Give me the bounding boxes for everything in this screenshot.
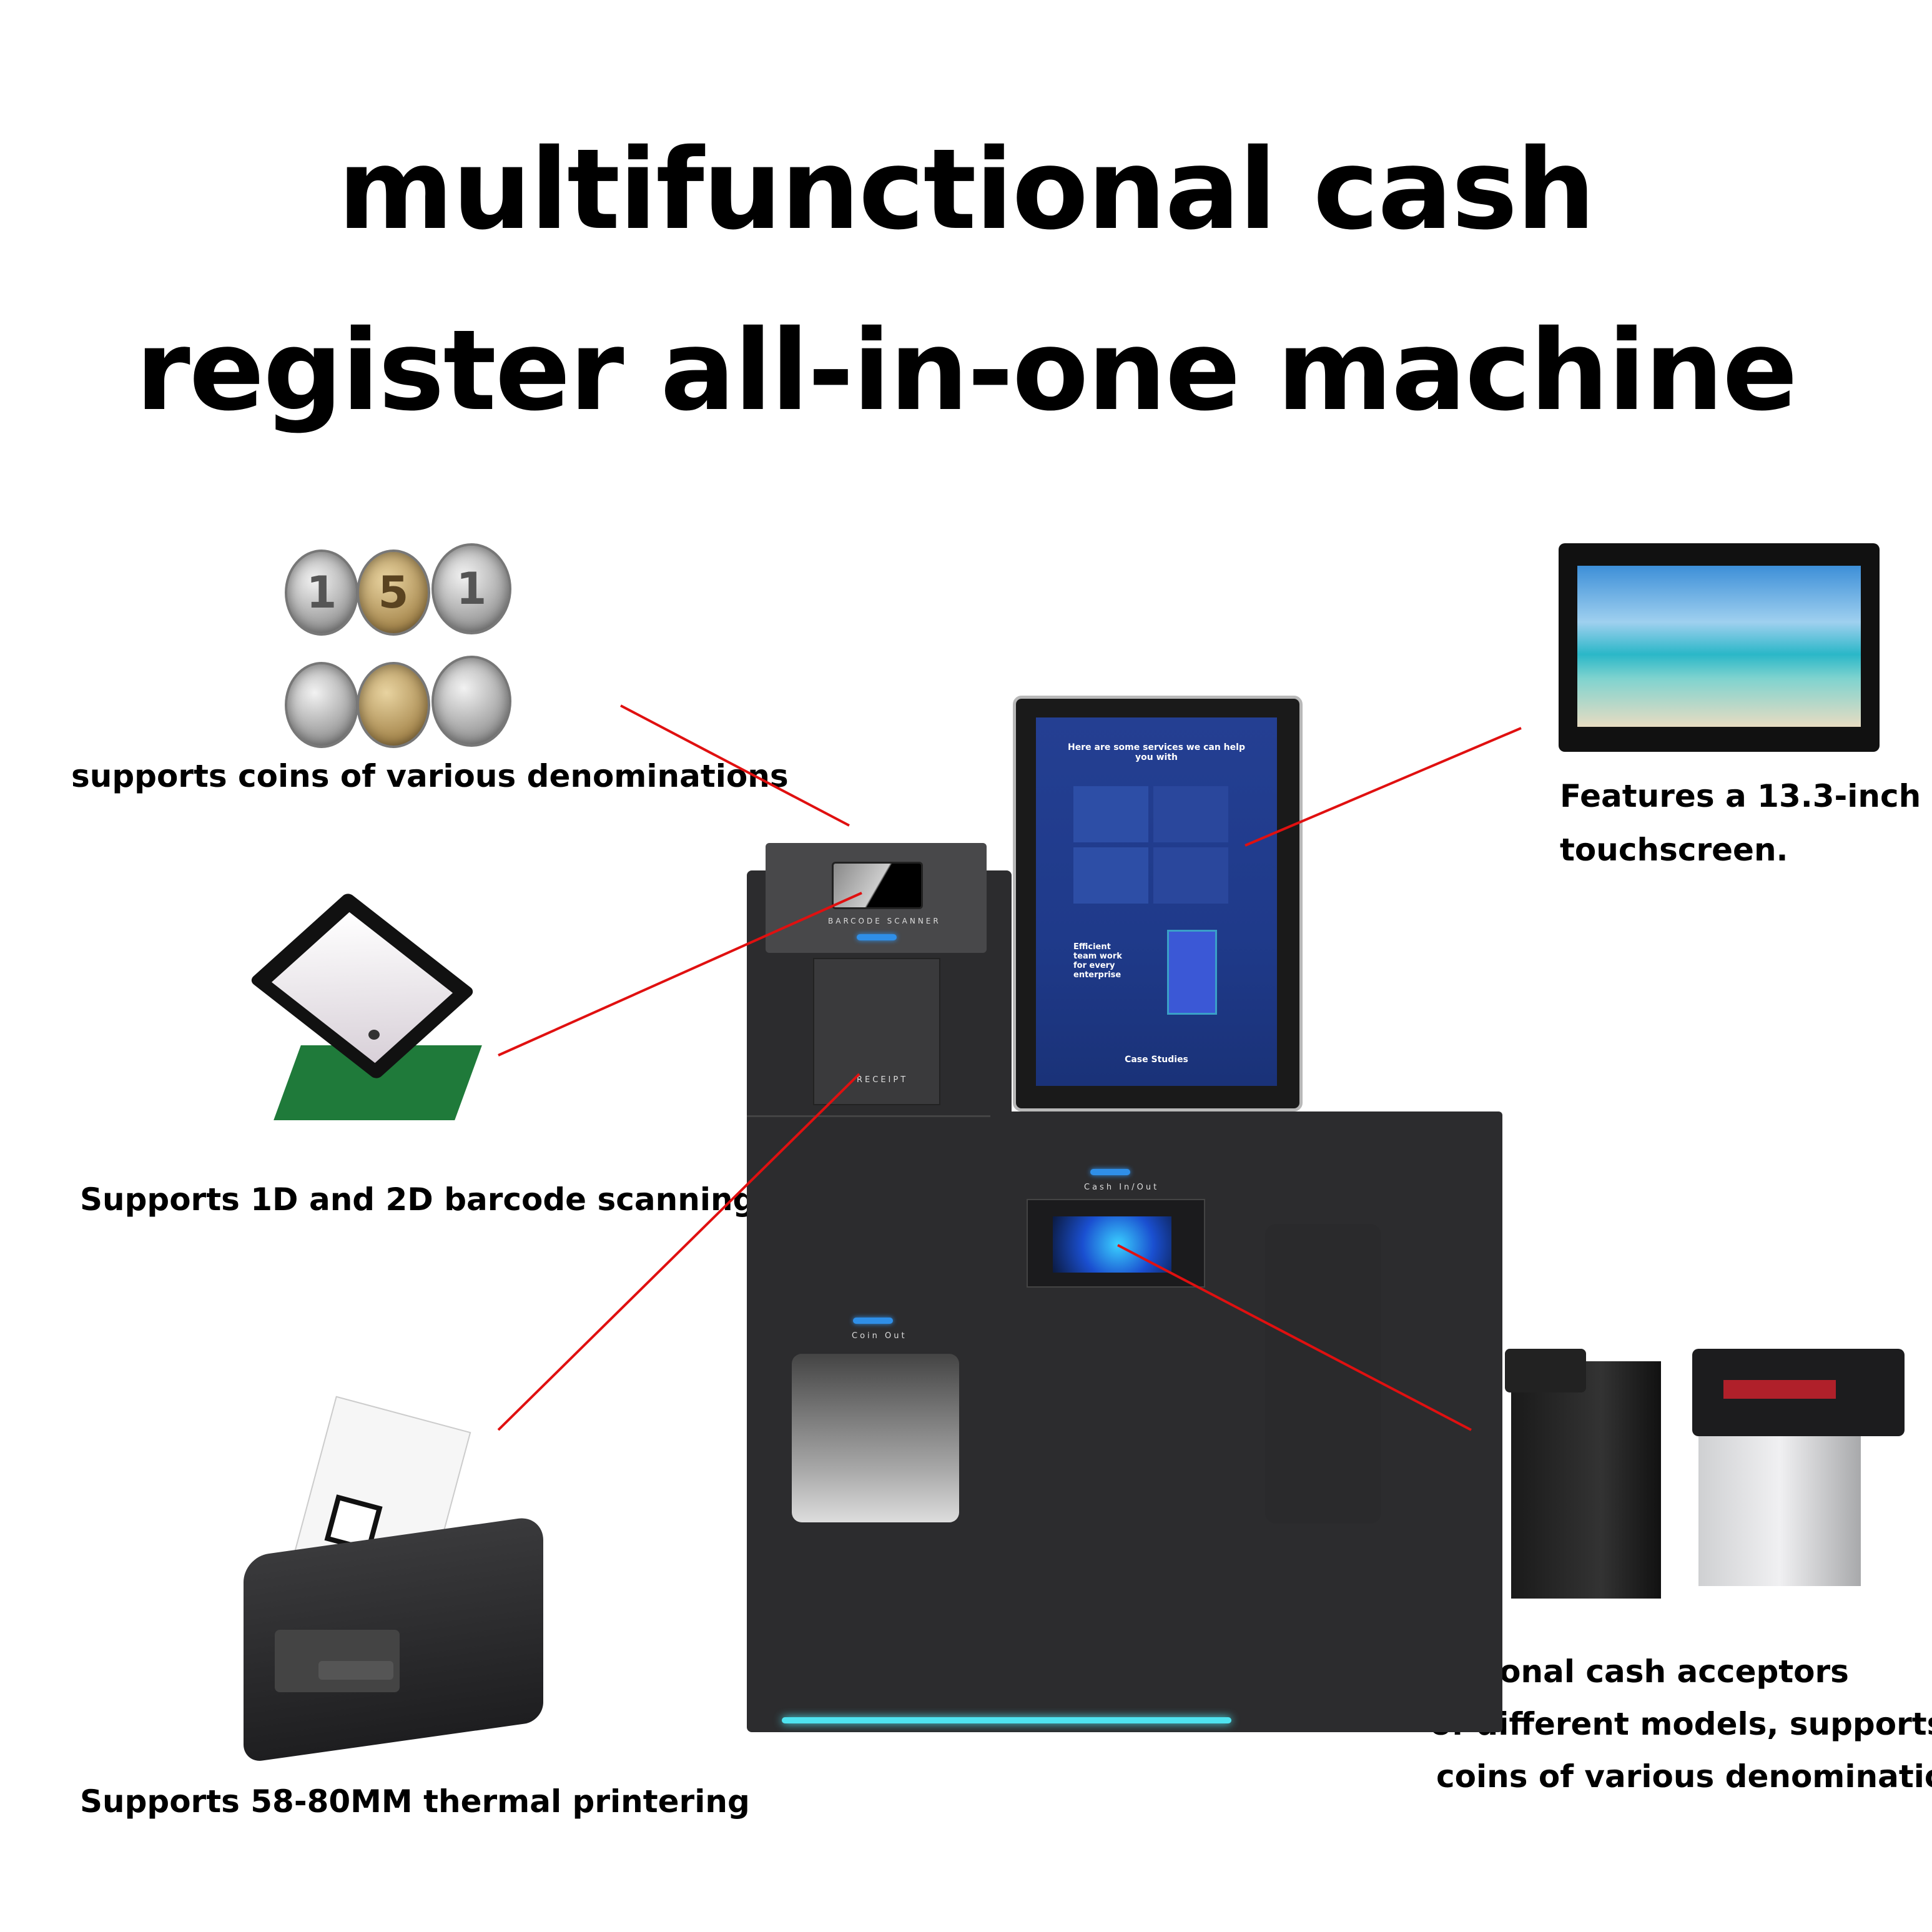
pointer-line-touchscreen — [1244, 727, 1522, 847]
barcode-label: BARCODE SCANNER — [828, 917, 941, 925]
caption-printer: Supports 58-80MM thermal printering — [80, 1783, 750, 1820]
title-line-2: register all-in-one machine — [135, 306, 1798, 435]
screen-footer-title: Case Studies — [1125, 1055, 1188, 1065]
coin: 1 — [431, 543, 511, 634]
pointer-line-barcode — [498, 892, 862, 1057]
scanner-led — [857, 934, 897, 940]
coin — [285, 662, 358, 748]
base-light — [782, 1717, 1231, 1723]
caption-touchscreen-2: touchscreen. — [1560, 832, 1788, 868]
thermal-printer-image — [237, 1396, 562, 1763]
title-line-1: multifunctional cash — [337, 125, 1595, 254]
coin-out-tray — [792, 1354, 959, 1522]
coin: 5 — [357, 550, 430, 636]
caption-acceptor-2: of different models, supports — [1430, 1706, 1932, 1742]
coin — [357, 662, 430, 748]
receipt-printer-slot: RECEIPT — [813, 958, 940, 1105]
coin-out-label: Coin Out — [852, 1331, 907, 1341]
kiosk-screen: Here are some services we can help you w… — [1013, 696, 1303, 1111]
pointer-line-acceptor — [1117, 1244, 1472, 1431]
caption-touchscreen-1: Features a 13.3-inch — [1560, 778, 1921, 814]
touchscreen-tablet-image — [1559, 543, 1880, 752]
cash-in-out-label: Cash In/Out — [1084, 1183, 1160, 1192]
coin — [431, 656, 511, 747]
barcode-scanner-module-image — [249, 891, 500, 1139]
caption-acceptor-3: coins of various denominations — [1436, 1758, 1932, 1795]
pointer-line-coins — [620, 704, 850, 827]
scanner-window — [832, 862, 923, 909]
coins-image: 1 5 1 — [285, 543, 522, 749]
caption-barcode: Supports 1D and 2D barcode scanning — [80, 1181, 756, 1218]
receipt-label: RECEIPT — [857, 1075, 909, 1085]
barcode-scanner-head: BARCODE SCANNER — [766, 843, 987, 953]
cash-acceptors-image — [1499, 1349, 1911, 1605]
caption-coins: supports coins of various denominations — [71, 758, 789, 794]
screen-heading: Here are some services we can help you w… — [1068, 742, 1245, 762]
cash-led — [1090, 1169, 1130, 1175]
pointer-line-printer — [497, 1073, 860, 1431]
cash-register-machine: BARCODE SCANNER RECEIPT Coin Out Cash In… — [747, 696, 1521, 1745]
coin: 1 — [285, 550, 358, 636]
coin-led — [853, 1318, 893, 1324]
screen-section-title: Efficient team work for every enterprise — [1073, 942, 1122, 980]
